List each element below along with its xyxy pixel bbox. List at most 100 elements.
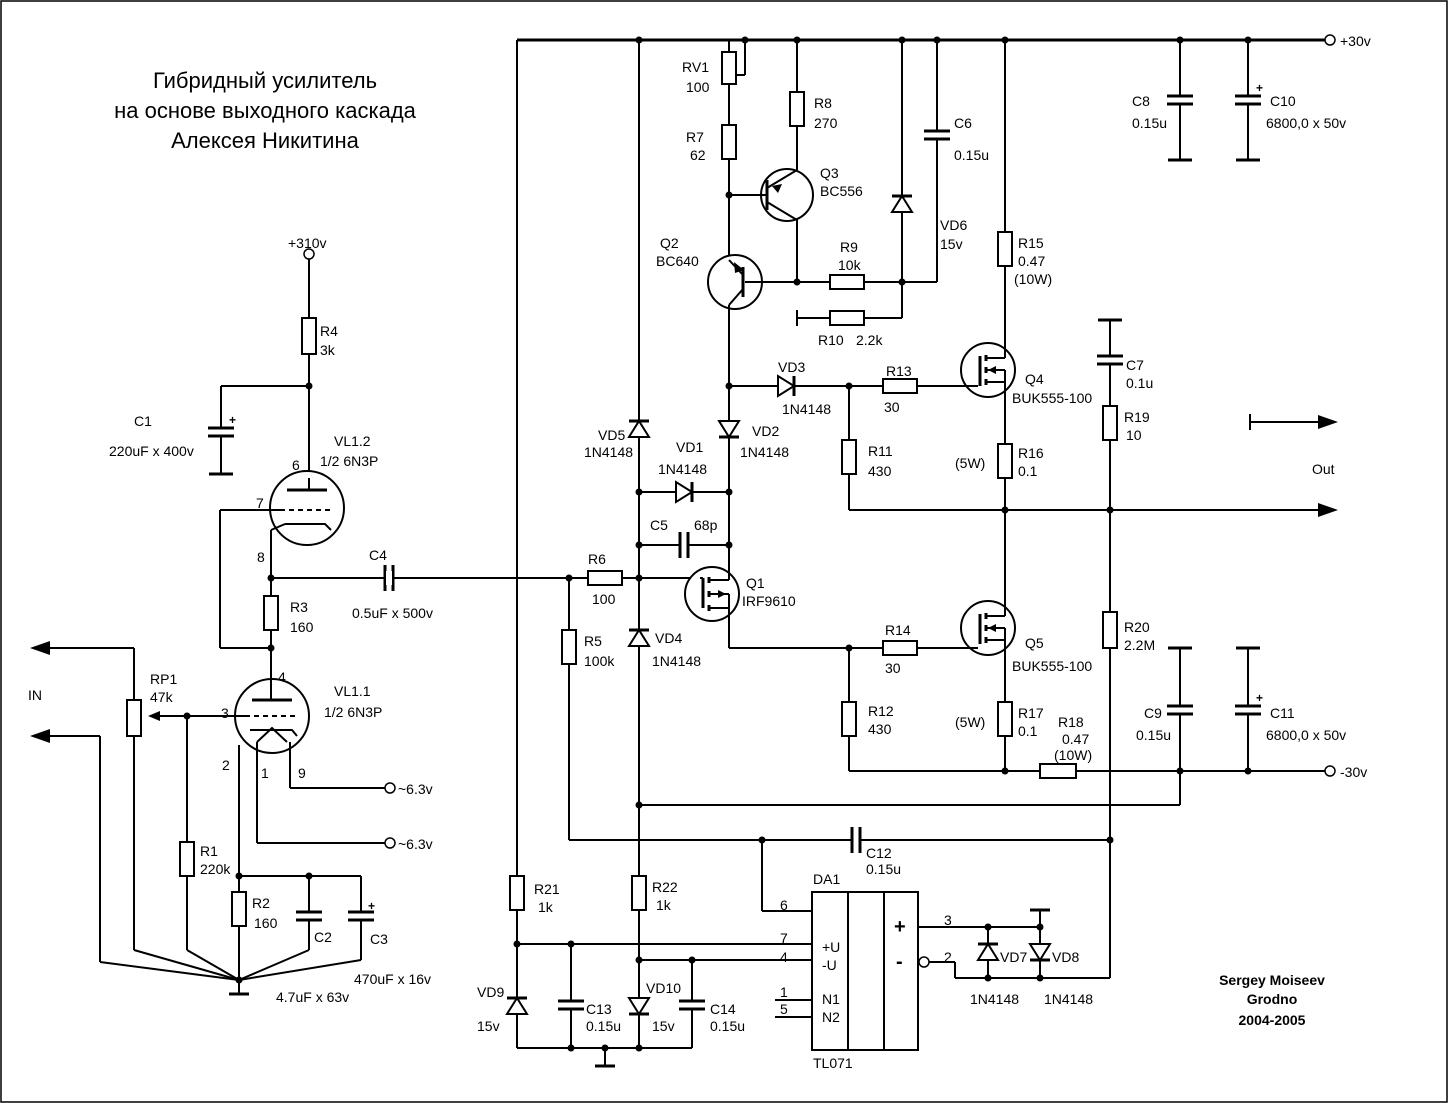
zener-VD10: VD10 15v — [627, 980, 681, 1048]
capacitor-C1: + C1 220uF x 400v — [109, 385, 309, 476]
diode-VD2: VD2 1N4148 — [717, 420, 789, 460]
R8-value: 270 — [814, 115, 838, 131]
RV1-name: RV1 — [682, 59, 709, 75]
R12-value: 430 — [868, 721, 892, 737]
diode-VD7: VD7 1N4148 — [970, 927, 1027, 1007]
R10-name: R10 — [818, 332, 844, 348]
resistor-R9: R9 10k — [797, 239, 937, 290]
R1-name: R1 — [200, 843, 218, 859]
resistor-R3: R3 160 — [263, 595, 314, 680]
R12-name: R12 — [868, 703, 894, 719]
R20-name: R20 — [1124, 619, 1150, 635]
negative-rail: -30v — [849, 764, 1367, 780]
R17-name: R17 — [1018, 705, 1044, 721]
VD8-name: VD8 — [1052, 949, 1079, 965]
capacitor-C11: + C11 6800,0 x 50v — [1235, 646, 1346, 771]
svg-text:+: + — [229, 413, 236, 427]
Q4-type: BUK555-100 — [1012, 390, 1092, 406]
C9-name: C9 — [1144, 705, 1162, 721]
C8-name: C8 — [1132, 93, 1150, 109]
out-label: Out — [1312, 461, 1335, 477]
capacitor-C14: C14 0.15u — [679, 960, 745, 1048]
diode-VD4: VD4 1N4148 — [627, 628, 701, 876]
VL11-name: VL1.1 — [334, 683, 371, 699]
input-connector: IN — [28, 687, 240, 981]
R21-value: 1k — [538, 899, 554, 915]
R16-name: R16 — [1018, 445, 1044, 461]
R16-value: 0.1 — [1018, 463, 1038, 479]
C11-name: C11 — [1270, 705, 1295, 721]
C12-name: C12 — [866, 845, 892, 861]
VL11-pin2: 2 — [222, 757, 230, 773]
capacitor-C2: C2 — [238, 876, 332, 981]
R8-name: R8 — [814, 95, 832, 111]
C11-value: 6800,0 x 50v — [1266, 727, 1346, 743]
C2-name: C2 — [314, 929, 332, 945]
DA1-pin-vneg-label: -U — [822, 957, 837, 973]
DA1-name: DA1 — [813, 871, 840, 887]
C5-name: C5 — [650, 517, 668, 533]
capacitor-C4: C4 0.5uF x 500v — [352, 547, 433, 621]
DA1-pin7: 7 — [780, 930, 788, 946]
C3-value: 470uF x 16v — [354, 971, 431, 987]
VL11-pin3: 3 — [221, 705, 229, 721]
capacitor-C3: + C3 470uF x 16v 4.7uF x 63v — [238, 876, 431, 1005]
VD5-name: VD5 — [598, 427, 625, 443]
DA1-inv-label: - — [896, 951, 903, 973]
mosfet-Q1: Q1 IRF9610 — [684, 560, 796, 648]
ground-tube — [229, 976, 249, 996]
VD7-name: VD7 — [1000, 949, 1027, 965]
zener-VD6: VD6 15v — [890, 40, 967, 282]
C3-name: C3 — [370, 931, 388, 947]
R19-value: 10 — [1126, 427, 1142, 443]
DA1-pin2: 2 — [944, 949, 952, 965]
R16-power: (5W) — [955, 455, 985, 471]
positive-rail: +30v — [517, 33, 1371, 49]
fil1-terminal — [384, 782, 396, 794]
R4-value: 3k — [320, 342, 336, 358]
VD7-type: 1N4148 — [970, 991, 1019, 1007]
R18-value: 0.47 — [1062, 731, 1089, 747]
VD10-name: VD10 — [646, 980, 681, 996]
svg-text:+: + — [368, 899, 375, 913]
R1-value: 220k — [200, 861, 231, 877]
mosfet-Q5: Q5 BUK555-100 — [960, 600, 1092, 674]
DA1-pin1: 1 — [780, 984, 788, 1000]
pos30-label: +30v — [1340, 33, 1371, 49]
resistor-R19: R19 10 — [1102, 405, 1150, 612]
VD3-name: VD3 — [778, 359, 805, 375]
R2-value: 160 — [254, 915, 278, 931]
VD2-type: 1N4148 — [740, 444, 789, 460]
VD4-type: 1N4148 — [652, 653, 701, 669]
VD6-value: 15v — [940, 236, 963, 252]
mosfet-Q4: Q4 BUK555-100 — [960, 342, 1092, 406]
C14-name: C14 — [710, 1001, 736, 1017]
capacitor-C9: C9 0.15u — [1136, 646, 1193, 805]
svg-text:+: + — [1256, 81, 1263, 95]
VD3-type: 1N4148 — [782, 401, 831, 417]
resistor-R1: R1 220k — [179, 716, 240, 981]
C9-value: 0.15u — [1136, 727, 1171, 743]
hv-label: +310v — [288, 235, 327, 251]
R21-name: R21 — [534, 881, 560, 897]
trimmer-RV1: RV1 100 — [682, 40, 746, 125]
signature-name: Sergey Moiseev — [1219, 972, 1325, 988]
DA1-noninv-label: + — [894, 916, 906, 938]
opamp-DA1: DA1 TL071 +U -U N1 N2 + - 6 7 4 1 5 3 2 — [517, 840, 1040, 1071]
VD4-name: VD4 — [655, 630, 682, 646]
schematic-title: Гибридный усилитель на основе выходного … — [114, 68, 417, 153]
resistor-R11: R11 430 — [841, 386, 893, 510]
RP1-value: 47k — [150, 689, 174, 705]
R17-power: (5W) — [955, 714, 985, 730]
R7-value: 62 — [690, 147, 706, 163]
R22-name: R22 — [652, 879, 678, 895]
fil2-label: ~6.3v — [398, 836, 433, 852]
Q3-name: Q3 — [820, 165, 839, 181]
R19-name: R19 — [1124, 409, 1150, 425]
resistor-R2: R2 160 — [231, 891, 278, 980]
potentiometer-RP1: RP1 47k — [30, 641, 240, 981]
Q5-type: BUK555-100 — [1012, 658, 1092, 674]
VD9-value: 15v — [477, 1018, 500, 1034]
DA1-pin5: 5 — [780, 1001, 788, 1017]
capacitor-C12: C12 0.15u — [569, 827, 1110, 877]
